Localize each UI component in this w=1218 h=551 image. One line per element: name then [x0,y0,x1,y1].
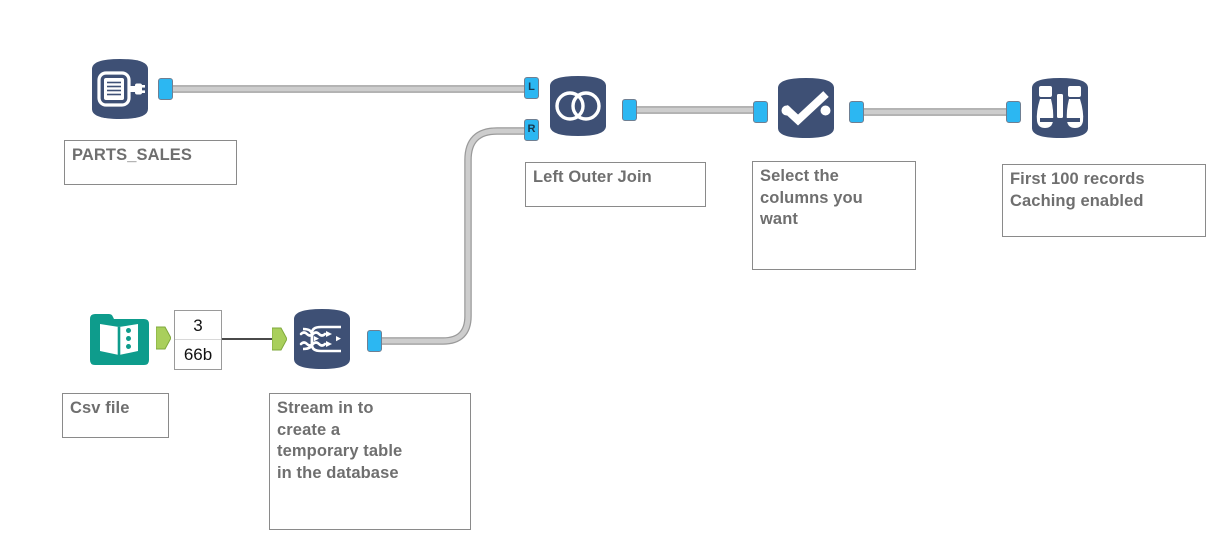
csv-book-icon[interactable] [83,302,155,374]
port-in-select-columns[interactable] [753,101,768,123]
node-label-left-outer-join: Left Outer Join [525,162,706,207]
port-out-select-columns[interactable] [849,101,864,123]
port-out-parts-sales[interactable] [158,78,173,100]
data-badge-csv[interactable]: 3 66b [174,310,222,370]
port-out-left-outer-join[interactable] [622,99,637,121]
port-out-stream-in[interactable] [367,330,382,352]
database-input-icon[interactable] [84,53,156,125]
node-label-stream-in: Stream in to create a temporary table in… [269,393,471,530]
node-label-first-100-records: First 100 records Caching enabled [1002,164,1206,237]
port-in-stream-in[interactable] [271,327,288,351]
node-label-parts-sales: PARTS_SALES [64,140,237,185]
stream-waves-icon[interactable] [286,303,358,375]
node-label-csv-file: Csv file [62,393,169,438]
port-out-csv-file[interactable] [155,326,172,350]
binoculars-icon[interactable] [1024,72,1096,144]
badge-record-count: 3 [175,311,221,340]
port-in-first-100-records[interactable] [1006,101,1021,123]
join-venn-icon[interactable] [542,70,614,142]
badge-data-size: 66b [183,345,213,364]
wire-stream-to-join-right [375,127,532,345]
port-in-left[interactable]: L [524,77,539,99]
node-label-select-columns: Select the columns you want [752,161,916,270]
port-in-right[interactable]: R [524,119,539,141]
select-check-icon[interactable] [770,72,842,144]
